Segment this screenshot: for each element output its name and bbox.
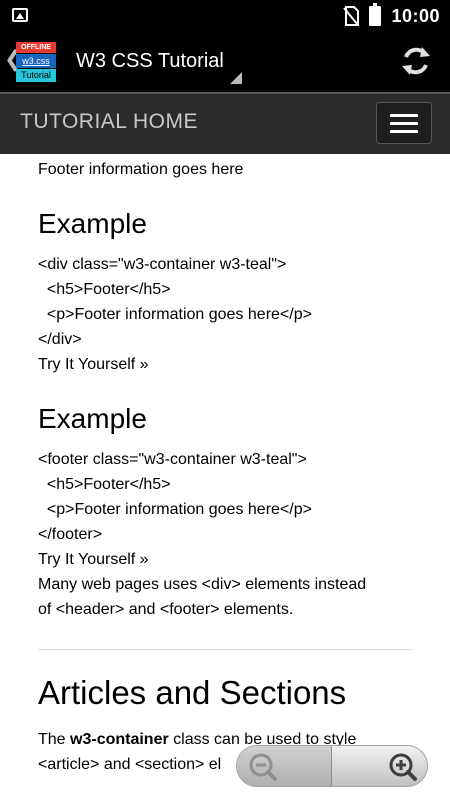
- zoom-out-icon: [249, 753, 277, 781]
- zoom-in-icon: [389, 753, 417, 781]
- app-title-spinner[interactable]: W3 CSS Tutorial: [76, 50, 224, 72]
- app-logo[interactable]: OFFLINE w3.css Tutorial: [16, 42, 56, 82]
- status-bar: 10:00: [0, 0, 450, 32]
- try-it-yourself-link[interactable]: Try It Yourself »: [38, 551, 149, 568]
- code-line: </footer>: [38, 526, 103, 543]
- example-heading: Example: [38, 208, 147, 239]
- code-line: <h5>Footer</h5>: [38, 476, 171, 493]
- refresh-icon[interactable]: [400, 44, 432, 78]
- hamburger-menu-button[interactable]: [376, 102, 432, 144]
- divider: [38, 649, 413, 650]
- app-bar: ❮ OFFLINE w3.css Tutorial W3 CSS Tutoria…: [0, 32, 450, 92]
- body-text: <article> and <section> el: [38, 756, 222, 773]
- logo-offline-label: OFFLINE: [16, 42, 56, 53]
- section-heading: Articles and Sections: [38, 674, 347, 711]
- body-text: Footer information goes here: [38, 161, 244, 178]
- body-text: The w3-container class can be used to st…: [38, 728, 356, 752]
- body-text-suffix: class can be used to style: [168, 731, 357, 748]
- code-line: <footer class="w3-container w3-teal">: [38, 451, 307, 468]
- zoom-out-button[interactable]: [237, 746, 332, 786]
- menu-line-icon: [390, 122, 418, 125]
- page-content: Footer information goes here Example <di…: [0, 154, 450, 800]
- code-line: <h5>Footer</h5>: [38, 281, 171, 298]
- no-sim-icon: [343, 6, 360, 26]
- code-line: <p>Footer information goes here</p>: [38, 501, 312, 518]
- code-line: </div>: [38, 331, 82, 348]
- battery-icon: [369, 3, 382, 26]
- logo-tutorial-label: Tutorial: [16, 69, 56, 82]
- logo-w3-label: w3.css: [16, 54, 56, 68]
- class-name-bold: w3-container: [70, 731, 169, 748]
- image-notification-icon: [12, 8, 28, 22]
- zoom-controls: [236, 745, 428, 787]
- code-line: <div class="w3-container w3-teal">: [38, 256, 287, 273]
- tutorial-home-link[interactable]: TUTORIAL HOME: [20, 110, 199, 133]
- example-heading: Example: [38, 403, 147, 434]
- body-text-prefix: The: [38, 731, 71, 748]
- spinner-dropdown-icon[interactable]: [230, 72, 242, 84]
- tutorial-nav-bar: TUTORIAL HOME: [0, 92, 450, 154]
- body-text: of <header> and <footer> elements.: [38, 601, 294, 618]
- zoom-in-button[interactable]: [333, 746, 427, 786]
- menu-line-icon: [390, 114, 418, 117]
- status-clock: 10:00: [391, 5, 440, 26]
- status-icons: 10:00: [343, 3, 440, 28]
- menu-line-icon: [390, 130, 418, 133]
- code-line: <p>Footer information goes here</p>: [38, 306, 312, 323]
- body-text: Many web pages uses <div> elements inste…: [38, 576, 367, 593]
- try-it-yourself-link[interactable]: Try It Yourself »: [38, 356, 149, 373]
